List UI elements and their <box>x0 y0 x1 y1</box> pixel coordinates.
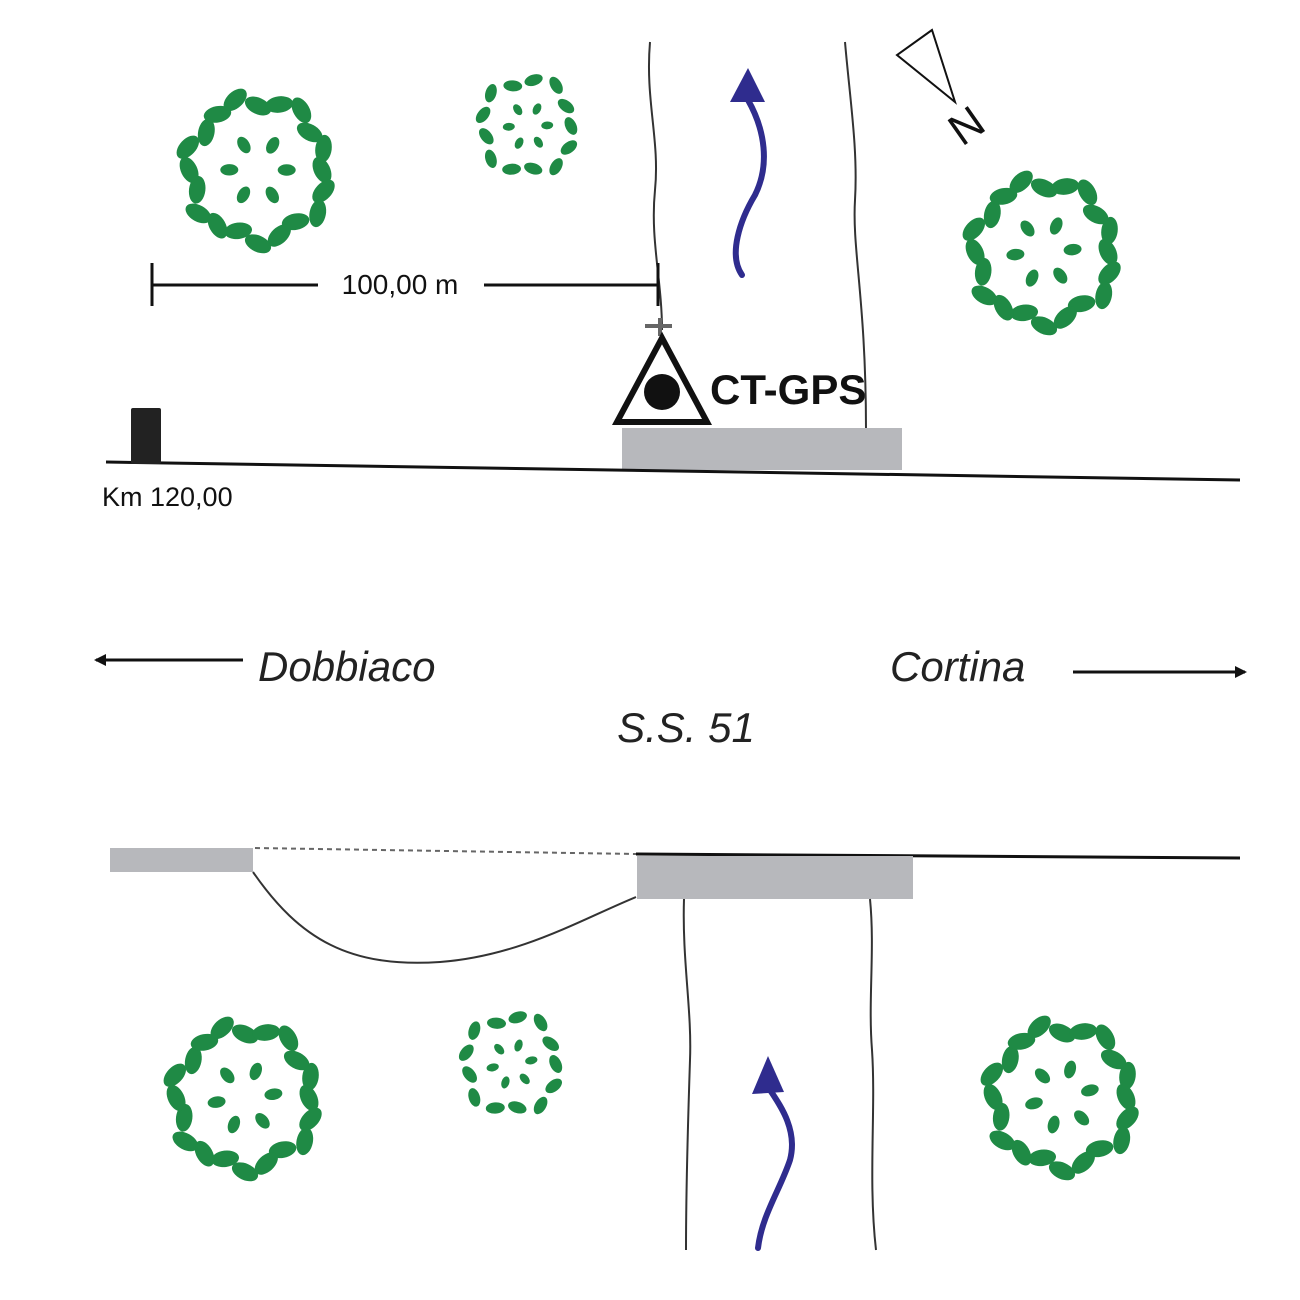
distance-measure <box>150 263 660 306</box>
lay-by-lower <box>637 856 913 899</box>
station-label: CT-GPS <box>710 366 866 413</box>
tree-icon <box>458 1011 563 1115</box>
drainage-curve <box>252 871 637 964</box>
tree-icon <box>163 1016 322 1182</box>
tree-icon <box>176 88 335 254</box>
road-edge-dashed <box>254 847 637 855</box>
north-arrow-icon: N <box>895 28 994 155</box>
distance-label: 100,00 m <box>342 269 459 300</box>
trees <box>163 74 1139 1182</box>
stream-bank-west-lower <box>682 898 692 1251</box>
west-destination-label: Dobbiaco <box>258 643 435 690</box>
stream-bank-east-lower <box>869 898 877 1251</box>
road-name-label: S.S. 51 <box>617 704 755 751</box>
lay-by-upper <box>622 428 902 470</box>
north-label: N <box>940 97 994 155</box>
road-edge-upper <box>105 460 1241 482</box>
stream-bank-east-upper <box>844 41 867 431</box>
kilometer-marker-label: Km 120,00 <box>102 482 233 512</box>
east-destination-label: Cortina <box>890 643 1025 690</box>
tree-icon <box>475 74 578 176</box>
lay-by-lower-west <box>110 848 253 872</box>
tree-icon <box>980 1015 1139 1181</box>
tree-icon <box>962 170 1121 336</box>
stream-bank-west-upper <box>647 41 663 331</box>
flow-arrow-lower <box>752 1056 795 1251</box>
kilometer-post-icon <box>131 408 161 464</box>
road-edge-lower <box>635 852 1241 860</box>
triangle-dot-icon <box>611 318 713 425</box>
flow-arrow-upper <box>730 68 767 278</box>
